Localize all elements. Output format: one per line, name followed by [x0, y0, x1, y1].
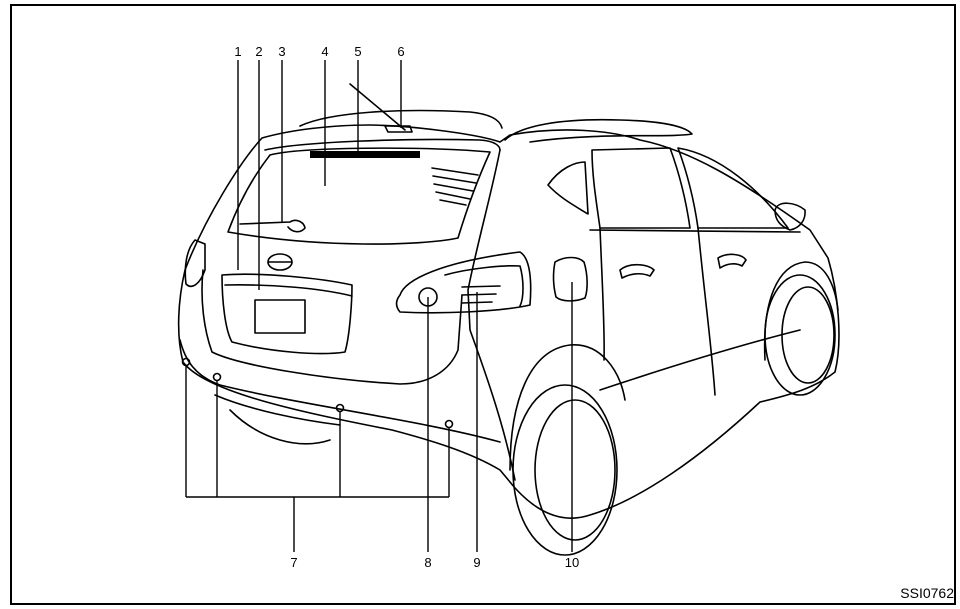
callout-1: 1 [234, 44, 241, 59]
rear-door-handle [619, 263, 655, 279]
leader-lines [185, 60, 573, 552]
fuel-filler-door-shape [552, 256, 588, 302]
sonar-sensor-3 [335, 403, 345, 413]
figure-code: SSI0762 [900, 585, 954, 601]
rear-wiper-shape [239, 219, 306, 233]
callout-7: 7 [290, 555, 297, 570]
callout-labels: 1 2 3 4 5 6 7 8 9 10 [234, 44, 579, 570]
callout-9: 9 [473, 555, 480, 570]
callout-3: 3 [278, 44, 285, 59]
rear-window-glass [227, 147, 491, 245]
callout-4: 4 [321, 44, 328, 59]
callout-2: 2 [255, 44, 262, 59]
figure-border [10, 4, 956, 605]
sonar-sensor-2 [212, 372, 222, 382]
body-outline [177, 124, 840, 519]
quarter-window [547, 161, 589, 215]
rear-bumper [179, 339, 501, 443]
combo-inner [444, 265, 524, 307]
back-door-panel [201, 269, 463, 385]
front-door-handle [717, 253, 747, 269]
rear-wheel-arch [509, 344, 626, 471]
callout-5: 5 [354, 44, 361, 59]
bumper-lower [214, 394, 341, 445]
side-mirror [774, 202, 806, 231]
roof-line [264, 138, 501, 151]
side-sill [599, 329, 801, 391]
defroster-lines [431, 167, 479, 206]
door-line [599, 227, 716, 396]
front-wheel-arch [763, 261, 839, 361]
vehicle-illustration [177, 83, 840, 556]
front-wheel-inner [781, 286, 835, 384]
license-recess [221, 273, 353, 355]
roof-rail-left [299, 109, 503, 129]
callout-6: 6 [397, 44, 404, 59]
sonar-sensor-1 [181, 357, 191, 367]
callout-10: 10 [565, 555, 579, 570]
left-tail-light [184, 239, 206, 288]
front-wheel-outer [764, 274, 836, 396]
side-window-rear [591, 147, 691, 229]
side-window-front [677, 147, 789, 229]
license-plate [254, 299, 306, 334]
roof-rail-right [504, 118, 693, 143]
c-pillar [467, 149, 516, 481]
high-mount-stop-light-shape [310, 151, 420, 158]
sonar-sensor-4 [444, 419, 454, 429]
callout-8: 8 [424, 555, 431, 570]
rear-wheel-outer [512, 384, 618, 556]
belt-line [589, 229, 801, 233]
garnish [224, 284, 353, 297]
rear-wheel-inner [534, 399, 616, 541]
right-combination-light [395, 251, 532, 314]
